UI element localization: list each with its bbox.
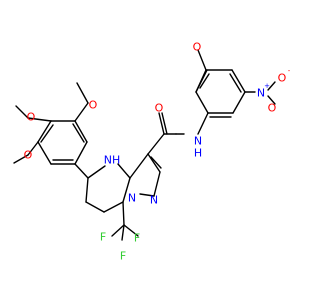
pyrazole-n1-label: N: [150, 194, 158, 207]
bond-39: [37, 120, 52, 143]
nitro-o1-label: O: [278, 72, 287, 85]
bond-22: [153, 171, 161, 197]
methoxy-3-o-label: O: [24, 149, 33, 162]
bond-13: [267, 95, 276, 105]
methoxy-2-o-label: O: [27, 111, 36, 124]
bond-47: [27, 117, 52, 122]
bond-27: [85, 201, 105, 213]
f1-label: F: [134, 232, 140, 245]
bond-45: [74, 102, 89, 122]
bond-12: [267, 81, 276, 91]
nitro-o2-label: O: [268, 102, 277, 115]
bond-0: [197, 49, 207, 71]
bond-5: [231, 69, 246, 93]
bond-23: [139, 193, 155, 197]
bond-31: [122, 201, 125, 226]
bond-10: [199, 73, 210, 89]
bond-35: [74, 163, 89, 179]
bond-20: [147, 153, 161, 173]
nitro-n-charge-label: +: [264, 82, 270, 90]
bond-37: [74, 120, 88, 143]
bond-32: [111, 224, 125, 237]
methoxy-top-o-label: O: [193, 41, 202, 54]
bond-46: [76, 82, 89, 104]
bond-14: [197, 112, 209, 135]
amide-o-label: O: [155, 102, 164, 115]
bond-42: [72, 123, 85, 143]
amide-h-label: H: [194, 147, 202, 160]
bond-28: [85, 177, 89, 203]
bond-25: [122, 177, 131, 203]
bond-49: [27, 141, 39, 156]
amide-nh-label: N: [194, 135, 202, 148]
bond-7: [195, 69, 208, 93]
bond-17: [158, 112, 165, 135]
bond-34: [121, 224, 125, 241]
pyrazole-n2-label: N: [128, 192, 136, 205]
f2-label: F: [100, 231, 106, 244]
bond-50: [13, 154, 29, 164]
f3-label: F: [120, 250, 126, 263]
bond-36: [74, 141, 88, 165]
bond-9: [229, 73, 242, 93]
bond-48: [15, 105, 29, 119]
bond-40: [37, 141, 52, 165]
bond-33: [123, 224, 139, 237]
bond-4: [232, 91, 246, 114]
bond-2: [195, 91, 209, 114]
bond-18: [161, 112, 168, 135]
bond-29: [87, 165, 106, 179]
bond-43: [40, 124, 54, 143]
nitro-n-label: N: [257, 87, 265, 100]
nitro-o-charge-label: -: [288, 67, 291, 75]
ring-nh-label: NH: [104, 154, 121, 167]
methoxy-1-o-label: O: [89, 99, 98, 112]
bond-21: [150, 156, 162, 169]
bond-24: [129, 153, 149, 179]
bond-lines: [13, 49, 276, 241]
bond-30: [117, 163, 131, 179]
bond-19: [147, 133, 165, 155]
bond-26: [103, 201, 124, 213]
